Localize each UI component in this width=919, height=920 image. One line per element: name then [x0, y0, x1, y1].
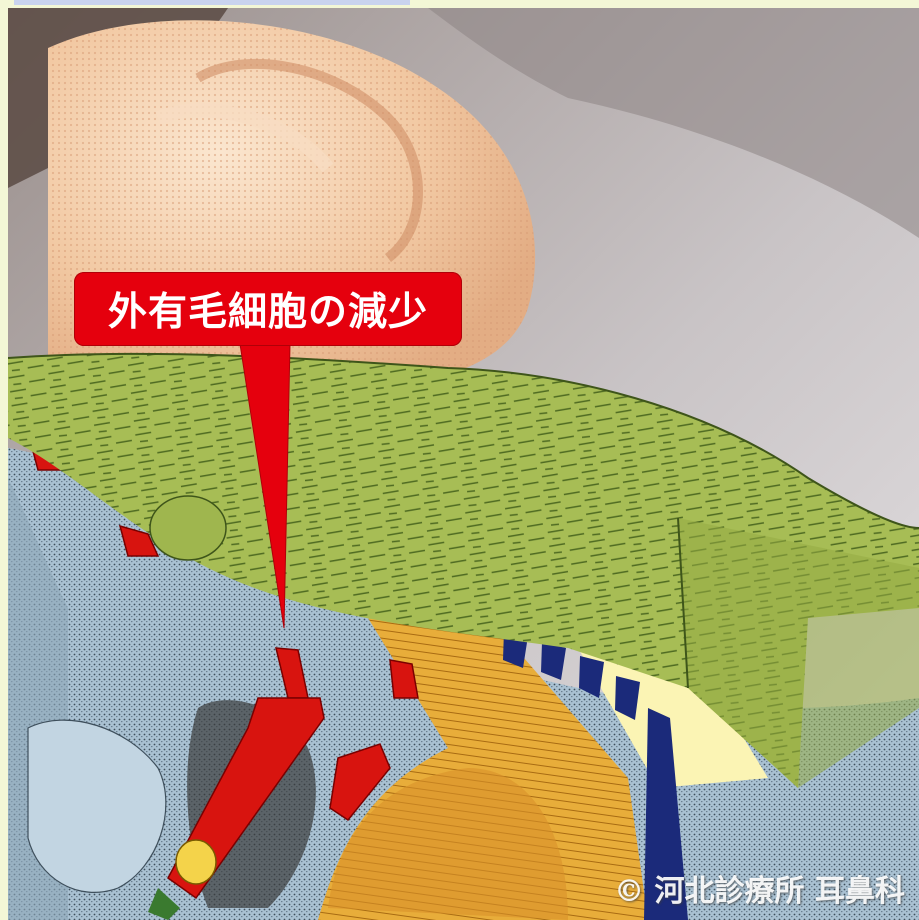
callout-text: 外有毛細胞の減少 — [108, 281, 428, 337]
frame-left-border — [0, 0, 8, 920]
inner-ear-illustration — [8, 8, 919, 920]
watermark-credit: © 河北診療所 耳鼻科 — [614, 866, 905, 910]
copyright-watermark-text: © 河北診療所 耳鼻科 — [614, 874, 905, 909]
callout-label: 外有毛細胞の減少 — [74, 272, 462, 346]
frame-top-tab — [14, 0, 410, 5]
